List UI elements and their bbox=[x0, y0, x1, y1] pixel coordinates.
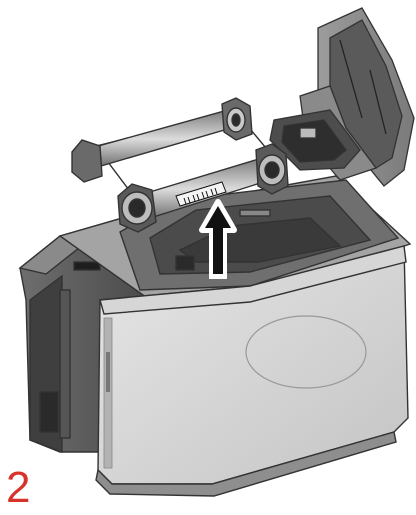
step-number: 2 bbox=[6, 463, 31, 512]
ribbon-barcode bbox=[175, 181, 227, 207]
ribbon-cassette bbox=[71, 97, 289, 233]
printer-body bbox=[18, 175, 412, 497]
printer-lid-open bbox=[269, 7, 415, 187]
up-arrow-icon bbox=[199, 199, 237, 279]
